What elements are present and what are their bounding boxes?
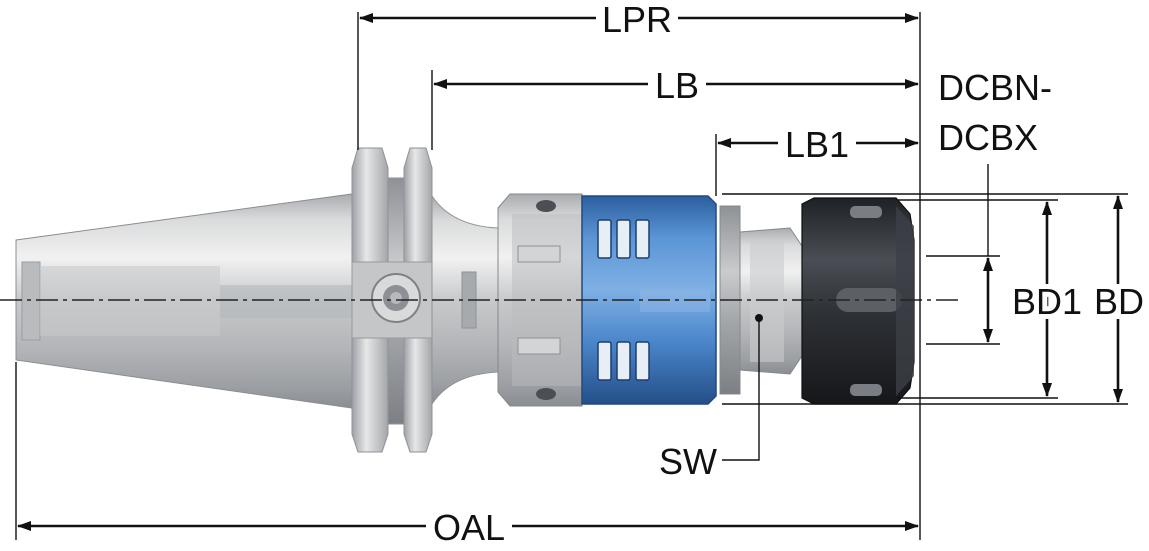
tool-holder xyxy=(15,147,915,453)
label-oal: OAL xyxy=(433,507,505,548)
dimension-bd: BD xyxy=(1089,195,1149,403)
label-dcbn: DCBN- xyxy=(938,67,1052,108)
label-bd: BD xyxy=(1094,281,1144,322)
label-lb1: LB1 xyxy=(785,124,849,165)
dimension-oal: OAL xyxy=(17,507,919,548)
dimension-sw: SW xyxy=(659,314,763,482)
dimension-bd1: BD1 xyxy=(1007,201,1087,397)
label-lb: LB xyxy=(655,65,699,106)
collet-chuck xyxy=(739,227,803,375)
screw-top xyxy=(536,200,556,212)
grip-slots-top xyxy=(597,219,650,259)
grip-slots-bottom xyxy=(597,341,650,381)
label-dcbx: DCBX xyxy=(938,117,1038,158)
collet-nut xyxy=(801,197,915,405)
screw-bottom xyxy=(536,388,556,400)
label-bd1: BD1 xyxy=(1012,281,1082,322)
dimension-lb: LB xyxy=(433,65,919,106)
drive-slot xyxy=(21,261,41,341)
dimension-dcbn-dcbx: DCBN- DCBX xyxy=(938,67,1052,343)
dimension-lpr: LPR xyxy=(359,0,919,40)
label-lpr: LPR xyxy=(602,0,672,40)
shank-bore-shadow xyxy=(40,266,220,336)
label-sw: SW xyxy=(659,441,717,482)
dimension-lb1: LB1 xyxy=(717,124,919,165)
extension-lines xyxy=(15,12,1128,540)
